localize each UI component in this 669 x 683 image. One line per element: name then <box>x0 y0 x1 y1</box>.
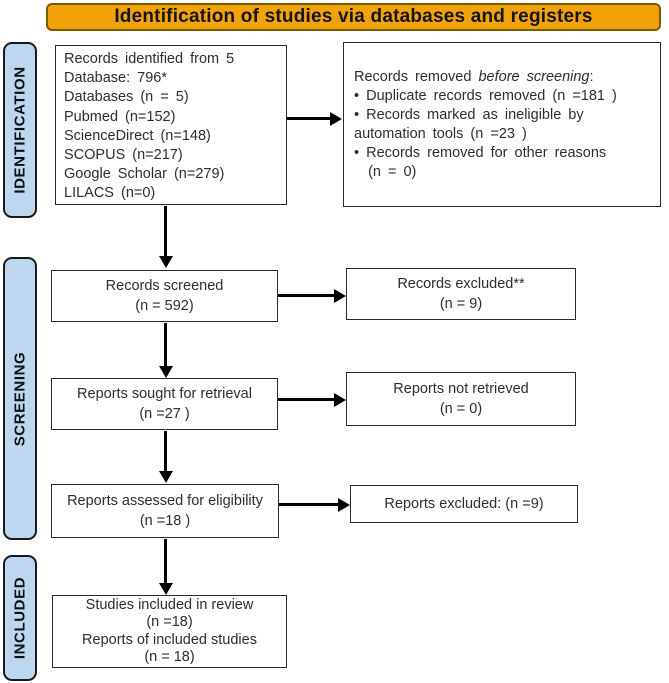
reports-sought-box: Reports sought for retrieval (n =27 ) <box>51 378 278 430</box>
records-removed-line: automation tools (n =23 ) <box>354 126 527 142</box>
reports-excluded-box: Reports excluded: (n =9) <box>350 485 578 523</box>
arrow-down-identified-to-screened <box>158 206 173 268</box>
records-removed-line: • Duplicate records removed (n =181 ) <box>354 88 617 104</box>
records-identified-line: Pubmed (n=152) <box>64 108 176 125</box>
reports-assessed-line: Reports assessed for eligibility <box>67 493 263 509</box>
arrow-down-assessed-to-included <box>158 539 173 595</box>
studies-included-line: Reports of included studies <box>82 631 257 648</box>
studies-included-line: Studies included in review <box>85 596 254 613</box>
arrow-down-sought-to-assessed <box>158 431 173 483</box>
stage-label-screening: SCREENING <box>3 257 37 540</box>
reports-excluded-line: Reports excluded: (n =9) <box>384 496 544 512</box>
records-identified-line: Databases (n = 5) <box>64 89 189 106</box>
records-identified-line: SCOPUS (n=217) <box>64 147 183 164</box>
records-screened-line: Records screened <box>105 278 224 294</box>
reports-sought-line: (n =27 ) <box>139 406 190 422</box>
reports-not-retrieved-line: Reports not retrieved <box>393 381 529 397</box>
reports-not-retrieved-line: (n = 0) <box>439 401 483 417</box>
records-excluded-line: Records excluded** <box>397 276 525 292</box>
arrow-right-identified-to-removed <box>287 111 342 126</box>
arrow-right-screened-to-excluded <box>278 288 346 303</box>
reports-not-retrieved-box: Reports not retrieved (n = 0) <box>346 372 576 426</box>
records-identified-line: ScienceDirect (n=148) <box>64 127 211 144</box>
stage-label-identification-text: IDENTIFICATION <box>11 66 29 194</box>
arrow-down-screened-to-sought <box>158 323 173 378</box>
records-screened-line: (n = 592) <box>135 298 194 314</box>
records-removed-title: Records removed before screening: <box>354 68 652 87</box>
studies-included-line: (n = 18) <box>144 649 195 665</box>
records-removed-line: (n = 0) <box>354 164 417 180</box>
stage-label-identification: IDENTIFICATION <box>3 42 37 218</box>
records-identified-line: Records identified from 5 <box>64 51 235 67</box>
arrow-right-sought-to-not-retrieved <box>278 392 346 407</box>
records-excluded-line: (n = 9) <box>439 296 483 312</box>
records-excluded-box: Records excluded** (n = 9) <box>346 268 576 320</box>
records-removed-box: Records removed before screening: • Dupl… <box>343 42 661 207</box>
header-banner: Identification of studies via databases … <box>46 3 661 31</box>
records-identified-line: Google Scholar (n=279) <box>64 166 225 183</box>
stage-label-included: INCLUDED <box>3 555 37 681</box>
studies-included-line: (n =18) <box>146 614 193 630</box>
records-identified-line: LILACS (n=0) <box>64 185 156 202</box>
reports-assessed-box: Reports assessed for eligibility (n =18 … <box>51 484 279 538</box>
records-removed-title-suffix: : <box>589 69 594 85</box>
records-identified-line: Database: 796* <box>64 70 167 87</box>
records-screened-box: Records screened (n = 592) <box>51 270 278 322</box>
records-removed-line: • Records removed for other reasons <box>354 145 607 161</box>
reports-assessed-line: (n =18 ) <box>139 513 191 529</box>
records-removed-line: • Records marked as ineligible by <box>354 107 584 123</box>
studies-included-box: Studies included in review (n =18) Repor… <box>52 595 287 668</box>
arrow-right-assessed-to-excluded <box>279 497 350 512</box>
header-banner-title: Identification of studies via databases … <box>114 6 593 27</box>
stage-label-included-text: INCLUDED <box>11 576 29 660</box>
records-removed-title-regular: Records removed <box>354 69 479 85</box>
reports-sought-line: Reports sought for retrieval <box>77 386 252 402</box>
records-removed-title-italic: before screening <box>478 69 590 85</box>
records-identified-box: Records identified from 5 Database: 796*… <box>55 45 287 205</box>
stage-label-screening-text: SCREENING <box>11 351 29 446</box>
